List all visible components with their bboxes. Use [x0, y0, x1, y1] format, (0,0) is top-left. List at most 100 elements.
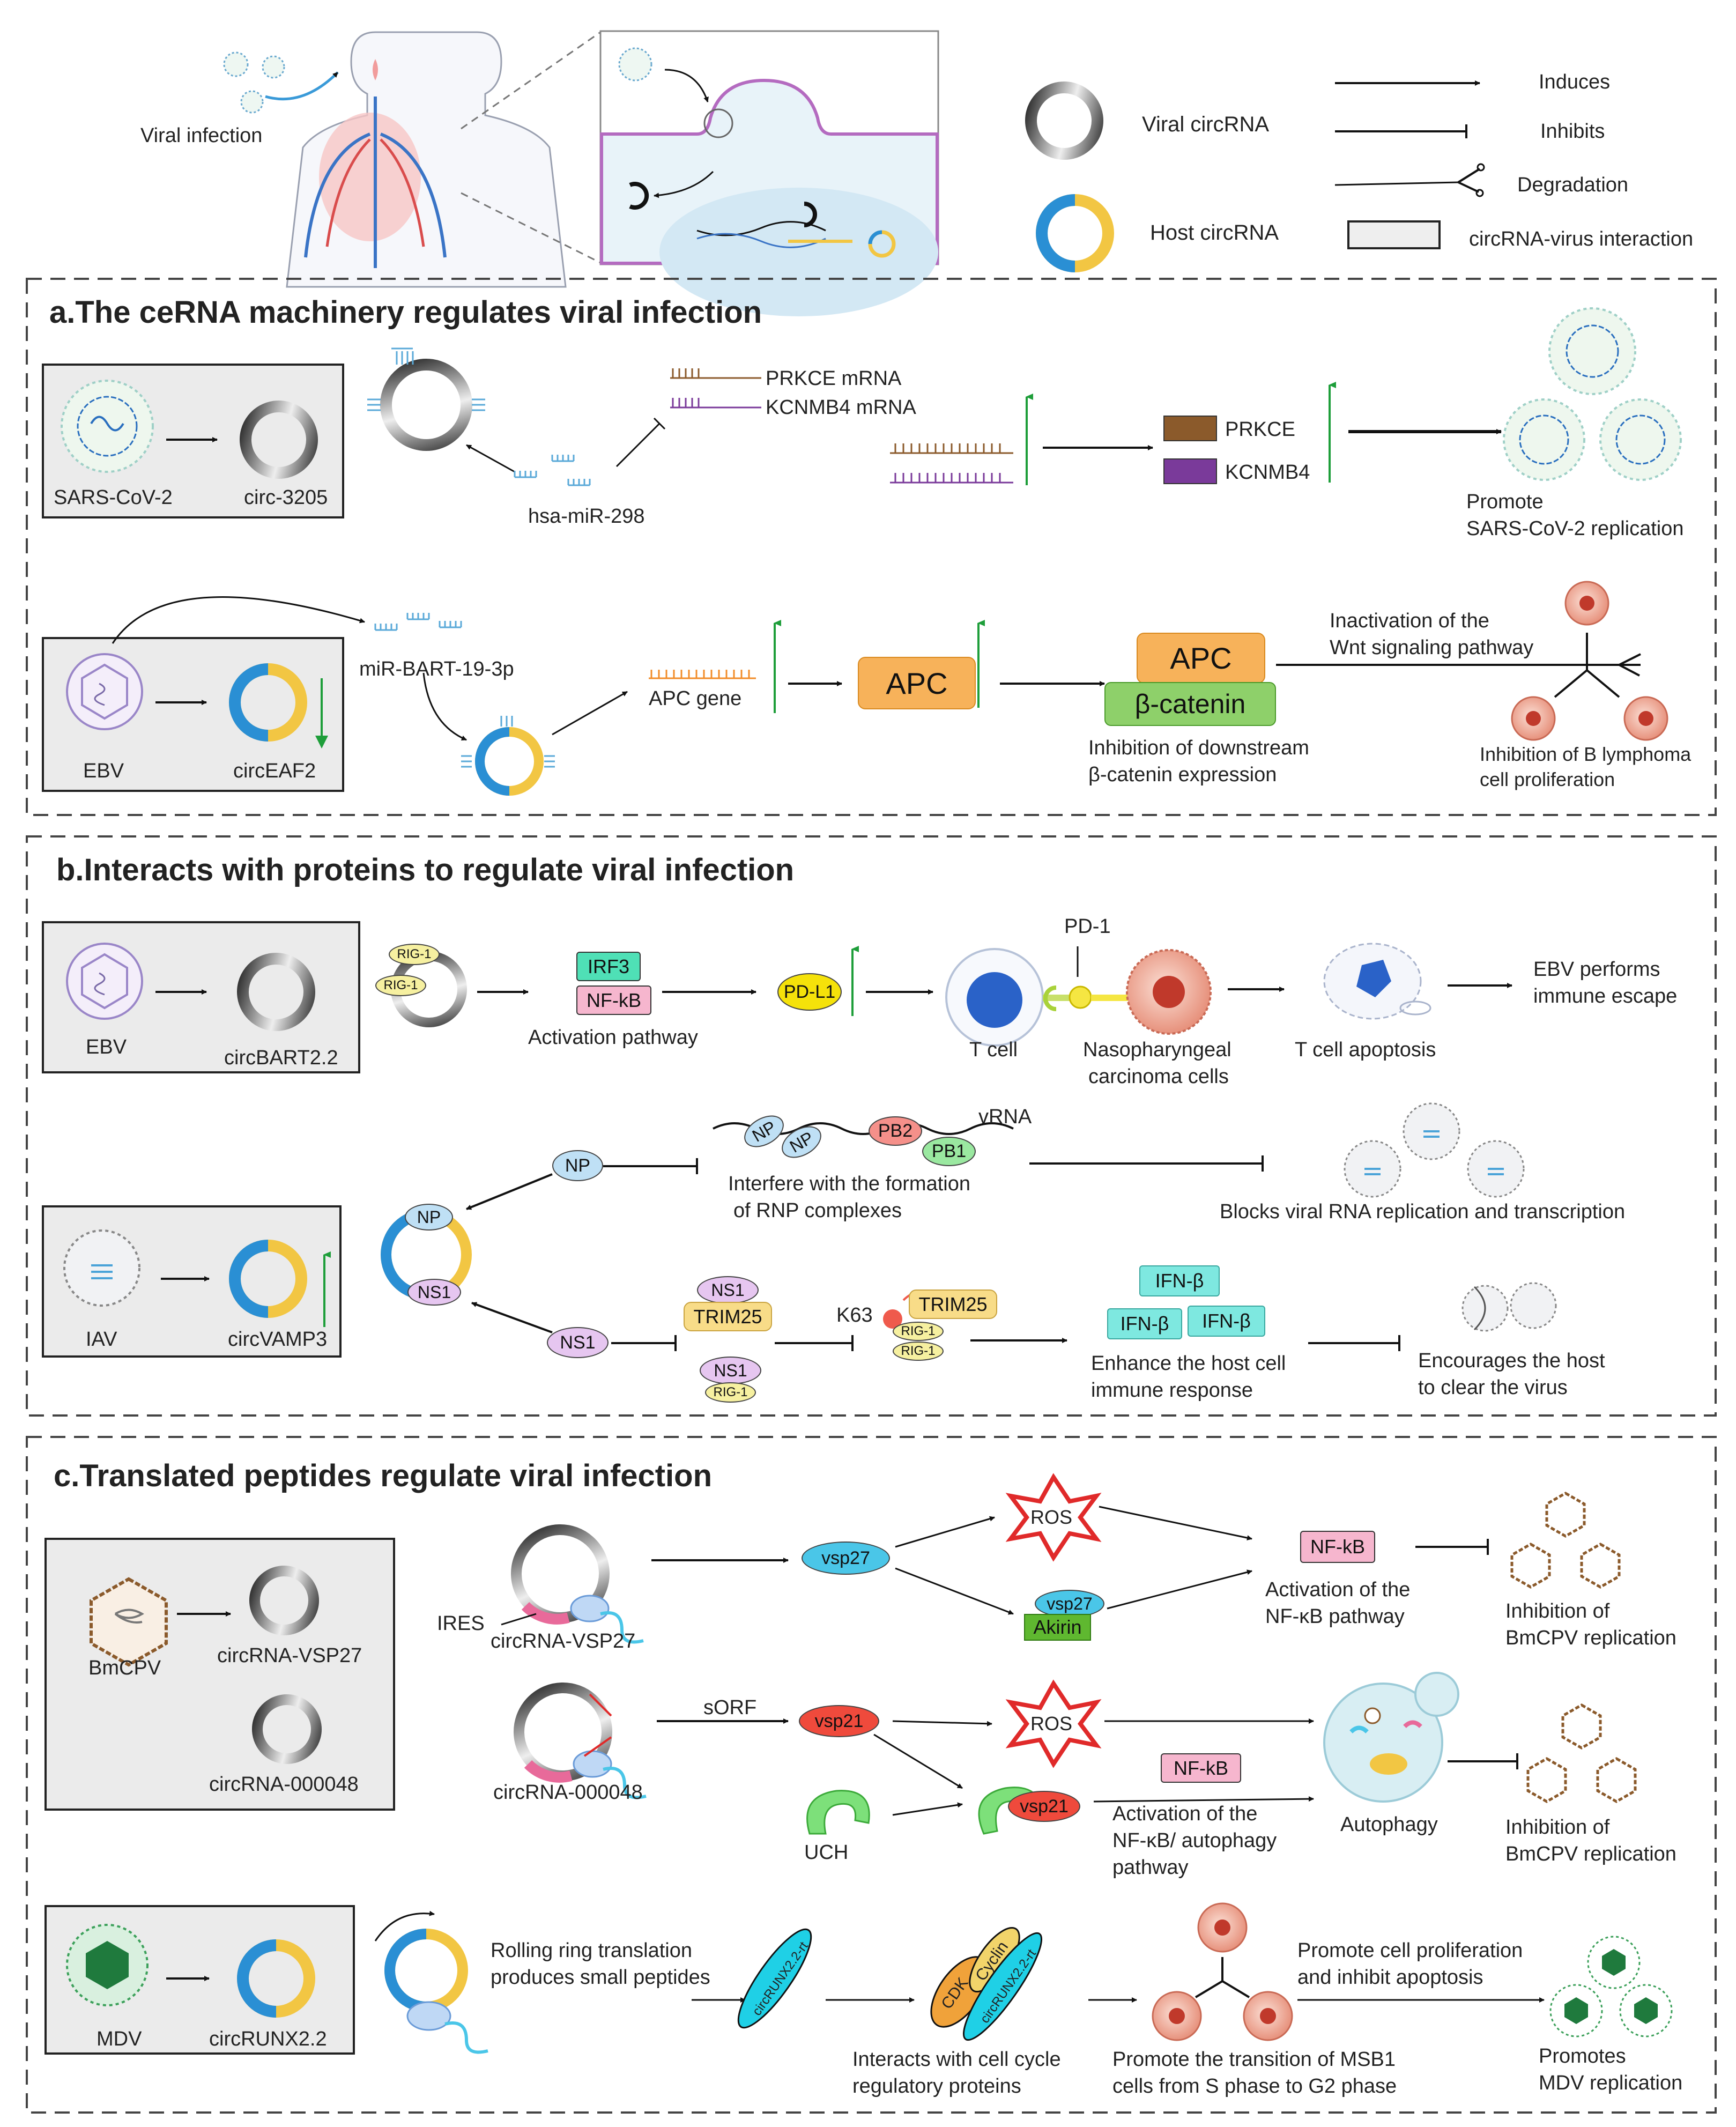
ebv-escape-label-1: EBV performs	[1533, 958, 1660, 981]
autophagy-icon	[1323, 1672, 1459, 1803]
mdv-label: MDV	[97, 2028, 142, 2050]
prkce-mrna-label: PRKCE mRNA	[766, 367, 902, 390]
circvsp27-icon	[249, 1566, 319, 1635]
legend-degradation-label: Degradation	[1517, 174, 1629, 196]
pb1-bubble: PB1	[922, 1137, 976, 1166]
rolling-translation-icon	[374, 1910, 488, 2054]
rig1-bubble-a: RIG-1	[389, 944, 440, 965]
inhib-downstream-label-2: β-catenin expression	[1088, 764, 1277, 786]
sars-virus-icon	[61, 380, 154, 473]
mirbart-label: miR-BART-19-3p	[359, 658, 514, 680]
mir298-inhibits-line	[615, 417, 666, 468]
nfkb-box-c1: NF-kB	[1300, 1531, 1375, 1563]
pdl1-bubble: PD-L1	[777, 973, 842, 1011]
legend-inhibits-line	[1335, 124, 1467, 138]
bmcpv-inhibited-icon-2	[1526, 1703, 1637, 1803]
legend-viral-circrna-label: Viral circRNA	[1142, 113, 1270, 136]
act-autophagy-label-2: NF-κB/ autophagy	[1112, 1829, 1277, 1852]
rig1-bubble-c: RIG-1	[893, 1322, 944, 1341]
apc-box: APC	[858, 657, 976, 709]
mrna-free-icon	[890, 443, 1013, 484]
pd1-pdl1-binding-icon	[1043, 946, 1139, 1011]
circeaf2-label: circEAF2	[233, 760, 316, 782]
circrunx-label: circRUNX2.2	[209, 2028, 327, 2050]
interacts-label-1: Interacts with cell cycle	[852, 2048, 1061, 2071]
interacts-label-2: regulatory proteins	[852, 2075, 1021, 2098]
pb2-bubble: PB2	[869, 1116, 922, 1146]
circeaf2-sponge-icon	[461, 716, 555, 796]
legend-viral-circrna-icon	[1025, 81, 1103, 160]
circvamp3-icon	[229, 1240, 307, 1318]
msb1-cells-icon	[1152, 1902, 1293, 2041]
kcnmb4-protein-box	[1163, 458, 1217, 484]
ebv-virus-icon-b	[66, 943, 143, 1020]
circ3205-sponge-icon	[367, 347, 485, 451]
section-b-title: b.Interacts with proteins to regulate vi…	[56, 853, 795, 887]
legend-inhibits-label: Inhibits	[1540, 120, 1605, 143]
promote-mdv-label-1: Promotes	[1539, 2045, 1626, 2067]
irf3-box: IRF3	[576, 952, 641, 981]
ns1-bubble-a: NS1	[697, 1276, 759, 1304]
ifn-box-2: IFN-β	[1107, 1308, 1182, 1339]
interfere-label-1: Interfere with the formation	[728, 1173, 970, 1195]
ns1-bubble-left: NS1	[547, 1327, 609, 1358]
virus-particles-icon	[223, 51, 339, 114]
legend-interaction-box	[1347, 220, 1441, 249]
inhib-bmcpv-label-2: BmCPV replication	[1505, 1627, 1676, 1649]
nfkb-box-c2: NF-kB	[1161, 1753, 1241, 1783]
bmcpv-label: BmCPV	[88, 1657, 161, 1679]
cell-inset	[599, 30, 939, 316]
apc-complex-box: APC	[1137, 633, 1265, 684]
encourage-label-2: to clear the virus	[1418, 1376, 1568, 1399]
circbart-rig1-icon	[390, 951, 467, 1027]
act-autophagy-label-3: pathway	[1112, 1856, 1189, 1879]
nasopharyngeal-label-2: carcinoma cells	[1088, 1065, 1229, 1088]
mir298-label: hsa-miR-298	[528, 505, 645, 528]
inhib-b-lymphoma-label-2: cell proliferation	[1480, 768, 1615, 790]
circvsp27-label: circRNA-VSP27	[217, 1644, 362, 1667]
ns1-bubble-b: NS1	[700, 1357, 761, 1384]
circ000048-label: circRNA-000048	[209, 1773, 359, 1796]
act-nfkb-label-1: Activation of the	[1265, 1578, 1411, 1601]
circeaf2-icon	[229, 663, 307, 742]
uch-icon	[806, 1790, 870, 1835]
rolling-label-2: produces small peptides	[491, 1966, 710, 1989]
tcell-apoptosis-label: T cell apoptosis	[1295, 1039, 1436, 1061]
act-nfkb-label-2: NF-κB pathway	[1265, 1605, 1405, 1628]
circbart-icon	[237, 953, 315, 1031]
rig1-bubble-ns1: RIG-1	[705, 1382, 756, 1403]
promote-cell-label-2: and inhibit apoptosis	[1297, 1966, 1483, 1989]
iav-virus-cluster-icon	[1344, 1102, 1525, 1198]
zoom-lines	[461, 31, 601, 264]
promote-label-2: SARS-CoV-2 replication	[1466, 517, 1684, 540]
section-c-title: c.Translated peptides regulate viral inf…	[54, 1458, 713, 1493]
circ000048-icon	[252, 1694, 322, 1764]
cdk-cyclin-complex-icon	[930, 1926, 1043, 2041]
ebv-escape-label-2: immune escape	[1533, 985, 1678, 1007]
ebv-virus-icon-a	[66, 653, 143, 730]
vsp27-bubble-b: vsp27	[1035, 1590, 1104, 1618]
ebv-label-b: EBV	[86, 1036, 127, 1058]
nasopharyngeal-cell-icon	[1126, 949, 1212, 1035]
vrna-label: vRNA	[978, 1106, 1032, 1128]
rolling-label-1: Rolling ring translation	[491, 1939, 692, 1962]
inactivation-label-1: Inactivation of the	[1330, 610, 1489, 632]
ifn-box-1: IFN-β	[1139, 1265, 1220, 1296]
inhib-bmcpv-label-1: Inhibition of	[1505, 1600, 1610, 1622]
circvsp27-ires-icon	[501, 1524, 644, 1644]
bmcpv-inhibited-icon-1	[1510, 1492, 1621, 1589]
kcnmb4-label: KCNMB4	[1225, 461, 1310, 484]
vsp27-bubble: vsp27	[802, 1541, 890, 1575]
t-cell-icon	[945, 948, 1044, 1047]
legend-host-circrna-label: Host circRNA	[1150, 221, 1279, 244]
activation-pathway-label: Activation pathway	[528, 1026, 698, 1049]
tcell-label: T cell	[969, 1039, 1018, 1061]
act-autophagy-label-1: Activation of the	[1112, 1803, 1258, 1825]
iav-virus-icon	[63, 1229, 140, 1307]
sars-label: SARS-CoV-2	[54, 486, 173, 509]
virus-cleared-icon	[1461, 1282, 1557, 1332]
ros-label-1: ROS	[1030, 1506, 1073, 1528]
trim25-box-b: TRIM25	[909, 1289, 997, 1319]
pd1-label: PD-1	[1064, 915, 1111, 938]
vsp21-bubble: vsp21	[799, 1705, 879, 1737]
